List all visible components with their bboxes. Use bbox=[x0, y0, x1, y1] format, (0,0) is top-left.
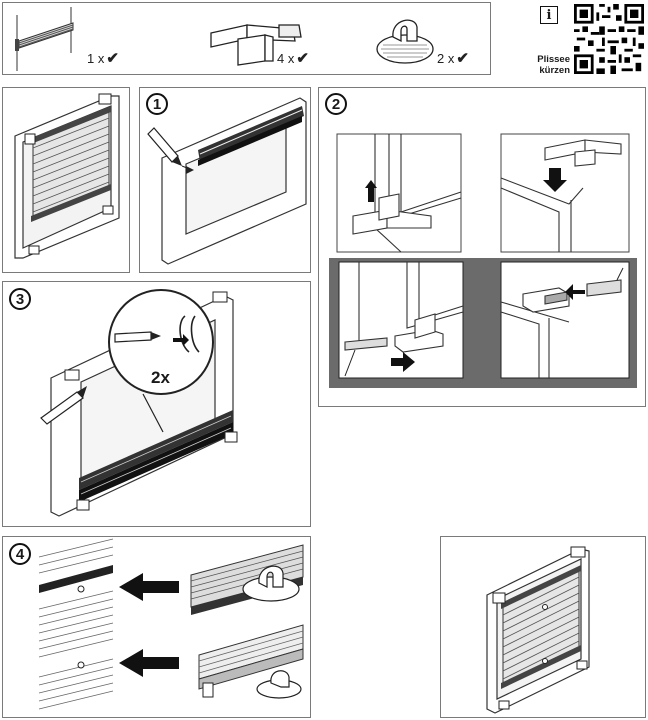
step-4-panel: 4 bbox=[2, 536, 311, 718]
step-3-illustration bbox=[40, 289, 238, 517]
count-label: 2x bbox=[151, 368, 170, 387]
pleated-blind-icon bbox=[15, 7, 74, 71]
blind-on-window-illustration bbox=[14, 93, 120, 259]
installed-blind-illustration bbox=[486, 546, 590, 714]
step-4-illustration bbox=[38, 538, 304, 717]
step-1-number: 1 bbox=[146, 93, 168, 115]
step-4-number: 4 bbox=[9, 543, 31, 565]
step-2-panel: 2 bbox=[318, 87, 646, 407]
cord-holder-icon bbox=[376, 19, 434, 64]
blind-quantity: 1 x✔ bbox=[87, 50, 119, 67]
step-3-number: 3 bbox=[9, 288, 31, 310]
clamp-bracket-icon bbox=[210, 24, 302, 66]
bracket-quantity: 4 x✔ bbox=[277, 50, 309, 67]
step-1-panel: 1 bbox=[139, 87, 311, 273]
step-2-illustration bbox=[329, 133, 637, 388]
parts-list-box: 1 x✔ 4 x✔ 2 x✔ bbox=[2, 2, 491, 75]
overview-panel bbox=[2, 87, 130, 273]
final-result-panel bbox=[440, 536, 646, 718]
qr-code-icon[interactable] bbox=[574, 4, 644, 74]
step-3-panel: 3 2x bbox=[2, 281, 311, 527]
info-icon: i bbox=[540, 6, 558, 24]
holder-quantity: 2 x✔ bbox=[437, 50, 469, 67]
step-1-illustration bbox=[147, 97, 307, 265]
step-2-number: 2 bbox=[325, 93, 347, 115]
